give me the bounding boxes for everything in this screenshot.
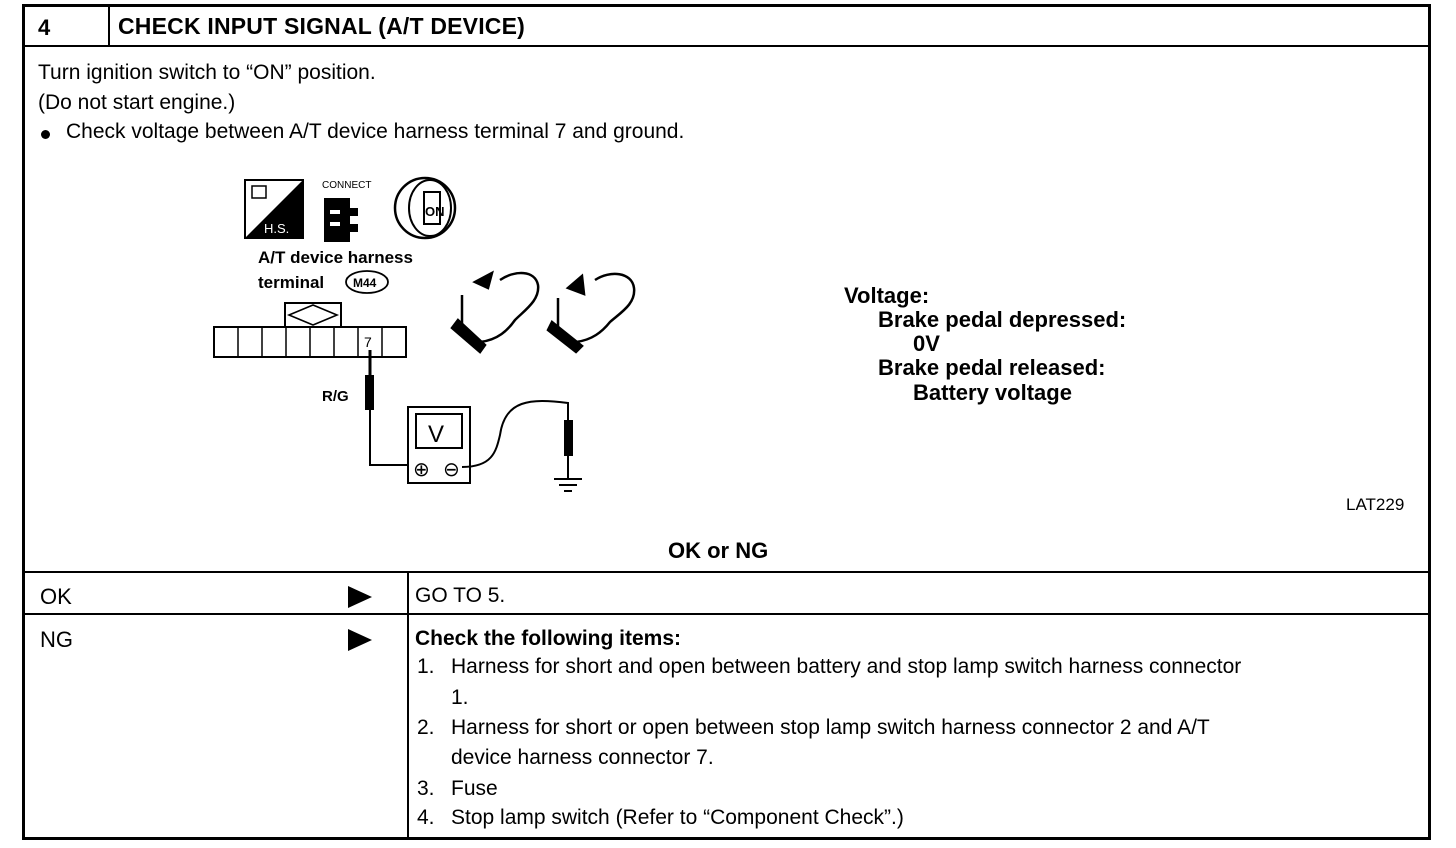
ignition-key-on-icon: ON bbox=[393, 176, 457, 240]
spec-value-released: Battery voltage bbox=[913, 380, 1072, 405]
instruction-line-2: (Do not start engine.) bbox=[38, 91, 236, 114]
ok-arrow-icon bbox=[348, 586, 372, 608]
instruction-line-1: Turn ignition switch to “ON” position. bbox=[38, 61, 376, 84]
hs-label: H.S. bbox=[264, 221, 289, 236]
ng-heading: Check the following items: bbox=[415, 627, 682, 650]
ok-row-top-divider bbox=[22, 571, 1431, 573]
voltmeter-icon: V ⊕ ⊖ bbox=[407, 406, 471, 484]
spec-condition-depressed: Brake pedal depressed: bbox=[878, 307, 1127, 332]
connect-label: CONNECT bbox=[322, 180, 371, 191]
instruction-line-3: Check voltage between A/T device harness… bbox=[66, 120, 685, 143]
ng-item-4-number: 4. bbox=[417, 806, 435, 829]
ng-row-top-divider bbox=[22, 613, 1431, 615]
terminal-number: 7 bbox=[364, 334, 372, 350]
negative-probe bbox=[461, 400, 573, 478]
step-number: 4 bbox=[38, 15, 51, 40]
meter-minus-terminal: ⊖ bbox=[443, 457, 460, 481]
ng-item-1-number: 1. bbox=[417, 655, 435, 678]
meter-plus-terminal: ⊕ bbox=[413, 457, 430, 481]
spec-heading: Voltage: bbox=[844, 283, 930, 308]
ground-icon bbox=[554, 478, 582, 492]
meter-label: V bbox=[428, 421, 444, 448]
harness-label-line-2: terminal bbox=[258, 273, 324, 292]
ng-item-2-number: 2. bbox=[417, 716, 435, 739]
ng-arrow-icon bbox=[348, 629, 372, 651]
procedure-frame bbox=[22, 4, 1431, 840]
ok-action: GO TO 5. bbox=[415, 584, 506, 607]
ng-item-1-line-2: 1. bbox=[451, 686, 469, 709]
judgement-label: OK or NG bbox=[668, 538, 769, 563]
key-on-label: ON bbox=[425, 204, 445, 219]
brake-pedal-release-icon bbox=[546, 272, 636, 354]
brake-pedal-depress-icon bbox=[450, 270, 540, 354]
connector-id: M44 bbox=[353, 276, 377, 290]
connect-icon: CONNECT bbox=[322, 180, 371, 242]
test-diagram: H.S. CONNECT ON A/T device harness termi… bbox=[213, 176, 636, 492]
harness-side-icon: H.S. bbox=[244, 179, 304, 239]
harness-label-line-1: A/T device harness bbox=[258, 248, 413, 267]
ok-label: OK bbox=[40, 584, 72, 609]
wire-color-label: R/G bbox=[322, 388, 349, 405]
step-number-divider bbox=[108, 4, 110, 46]
harness-connector: 7 bbox=[213, 302, 407, 358]
step-title: CHECK INPUT SIGNAL (A/T DEVICE) bbox=[118, 13, 526, 39]
ng-item-1-line-1: Harness for short and open between batte… bbox=[451, 655, 1242, 678]
figure-id: LAT229 bbox=[1346, 495, 1405, 514]
bullet-icon bbox=[41, 130, 50, 139]
positive-probe bbox=[365, 350, 408, 466]
ng-label: NG bbox=[40, 627, 73, 652]
ng-item-3-line-1: Fuse bbox=[451, 777, 498, 800]
spec-condition-released: Brake pedal released: bbox=[878, 355, 1106, 380]
spec-value-depressed: 0V bbox=[913, 331, 940, 356]
result-column-divider bbox=[407, 571, 409, 838]
ng-item-4-line-1: Stop lamp switch (Refer to “Component Ch… bbox=[451, 806, 904, 829]
ng-item-2-line-2: device harness connector 7. bbox=[451, 746, 714, 769]
header-divider bbox=[22, 45, 1431, 47]
ng-item-3-number: 3. bbox=[417, 777, 435, 800]
ng-item-2-line-1: Harness for short or open between stop l… bbox=[451, 716, 1210, 739]
